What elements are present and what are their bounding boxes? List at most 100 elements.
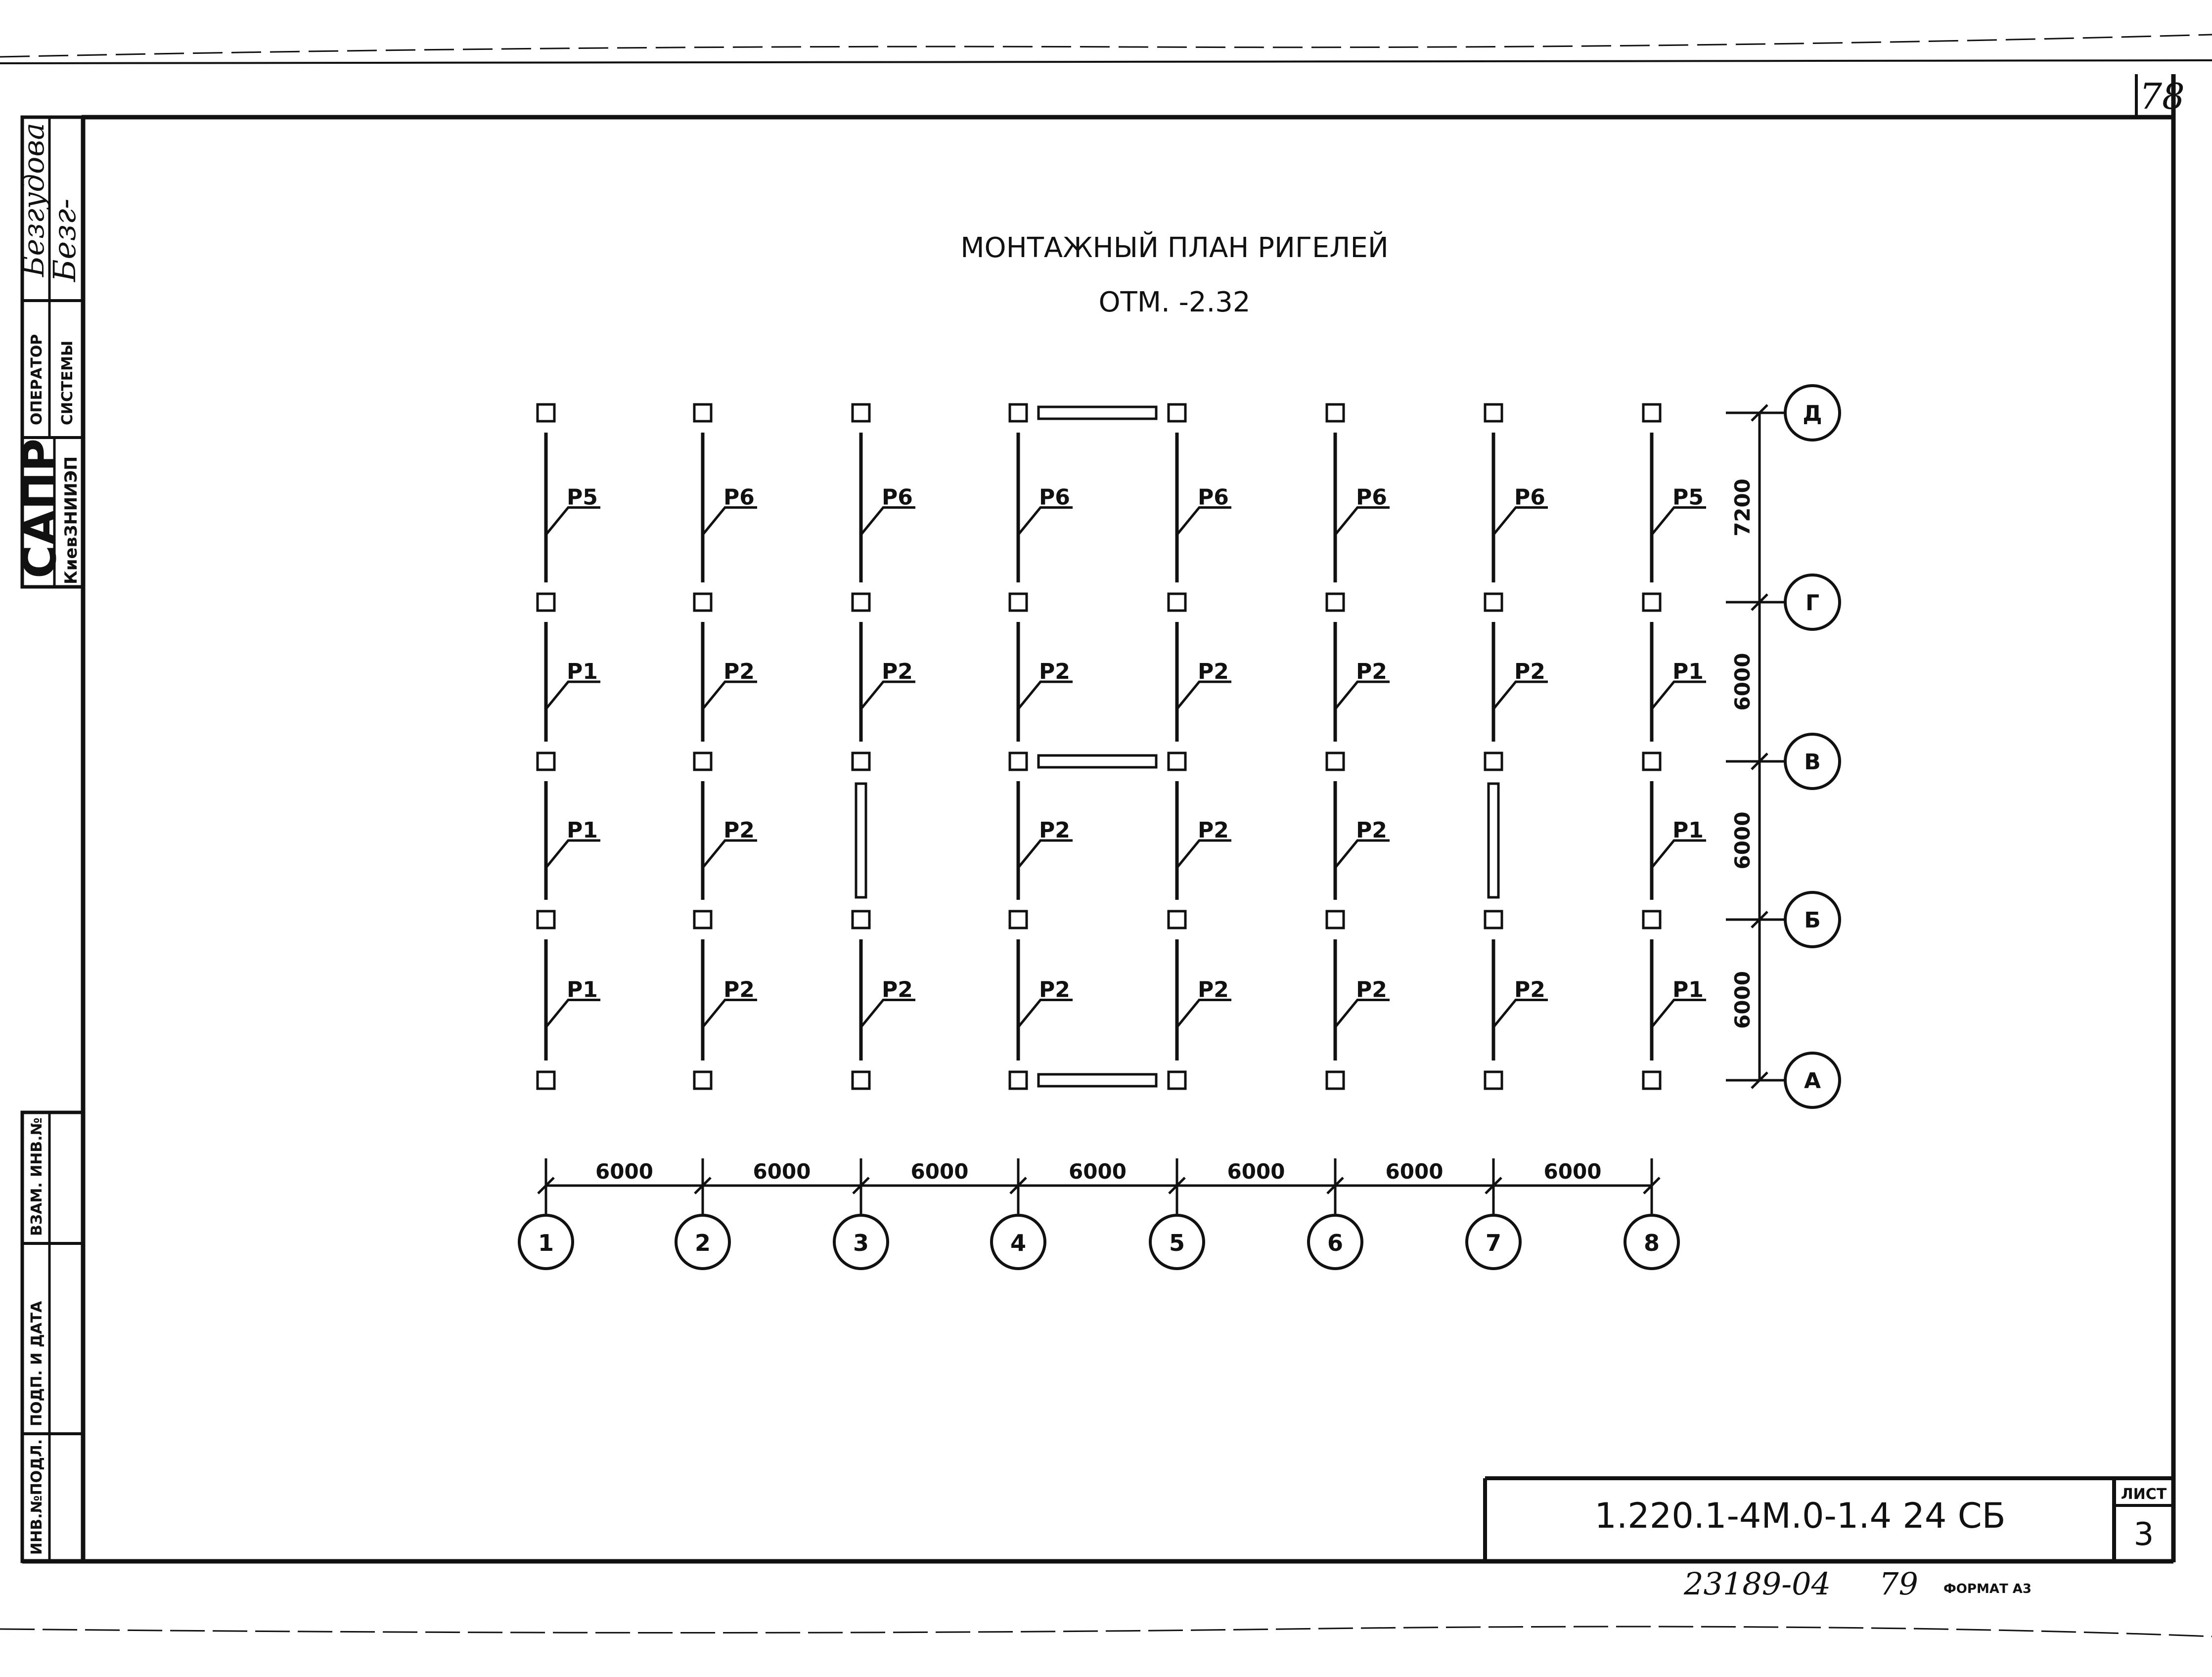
row-dimension-tick — [1751, 593, 1768, 611]
beam-label: Р2 — [1198, 977, 1229, 1003]
axis-label-4: 4 — [1010, 1230, 1026, 1256]
column-spacing-label: 6000 — [595, 1159, 653, 1184]
beam-leader — [1334, 839, 1390, 869]
beam-label: Р2 — [1039, 818, 1070, 843]
column-square-6-А — [1325, 1070, 1345, 1090]
column-spacing-label: 6000 — [1227, 1159, 1285, 1184]
column-dimension-tick — [537, 1177, 555, 1194]
page-title: МОНТАЖНЫЙ ПЛАН РИГЕЛЕЙ — [960, 231, 1389, 264]
column-square-8-А — [1642, 1070, 1662, 1090]
column-dimension-tick — [1326, 1177, 1344, 1194]
column-square-8-В — [1642, 751, 1662, 771]
beam-leader — [702, 680, 757, 710]
title-block-code: 1.220.1-4М.0-1.4 24 СБ — [1594, 1496, 2005, 1536]
axis-label-5: 5 — [1169, 1230, 1185, 1256]
axis-label-Д: Д — [1803, 401, 1822, 426]
strip-operator-line1: ОПЕРАТОР — [28, 334, 45, 425]
row-spacing-label: 6000 — [1730, 812, 1755, 870]
axis-bubble-В — [1784, 733, 1841, 790]
beam-leader — [860, 680, 915, 710]
column-square-6-Б — [1325, 910, 1345, 929]
beam-label: Р1 — [1672, 818, 1704, 843]
column-square-7-В — [1484, 751, 1503, 771]
beam-label: Р1 — [1672, 659, 1704, 684]
beam-leader — [1017, 839, 1073, 869]
horizontal-beam-В — [1037, 754, 1158, 769]
column-square-2-Д — [693, 403, 713, 423]
beam-leader — [702, 506, 757, 536]
beam-leader — [860, 999, 915, 1028]
beam-leader — [1017, 999, 1073, 1028]
beam-label: Р1 — [567, 977, 598, 1003]
column-square-4-А — [1008, 1070, 1028, 1090]
axis-label-Г: Г — [1806, 590, 1819, 616]
row-spacing-label: 6000 — [1730, 971, 1755, 1029]
column-dimension-tick — [1009, 1177, 1027, 1194]
scan-edge-top-inner — [0, 59, 2212, 64]
strip-operator-line2: СИСТЕМЫ — [59, 341, 76, 425]
column-square-4-Б — [1008, 910, 1028, 929]
axis-bubble-Г — [1784, 574, 1841, 631]
archive-page: 79 — [1879, 1566, 1918, 1602]
axis-bubble-2 — [675, 1214, 731, 1270]
beam-leader — [1176, 839, 1231, 869]
beam-leader — [1334, 506, 1390, 536]
beam-label: Р2 — [1514, 977, 1545, 1003]
beam-leader — [545, 839, 600, 869]
beam-leader — [1492, 680, 1548, 710]
page-subtitle: ОТМ. -2.32 — [1098, 286, 1250, 318]
strip-podp-data: ПОДП. И ДАТА — [28, 1301, 45, 1426]
beam-leader — [1651, 680, 1706, 710]
beam-leader — [1651, 506, 1706, 536]
strip-vzam-inv: ВЗАМ. ИНВ.№ — [28, 1117, 45, 1236]
axis-bubble-7 — [1465, 1214, 1522, 1270]
column-square-2-А — [693, 1070, 713, 1090]
row-dimension-tick — [1751, 752, 1768, 770]
beam-label: Р2 — [882, 659, 913, 684]
axis-bubble-Д — [1784, 384, 1841, 441]
column-square-4-В — [1008, 751, 1028, 771]
column-spacing-label: 6000 — [753, 1159, 811, 1184]
column-square-7-Г — [1484, 592, 1503, 612]
axis-label-В: В — [1804, 750, 1821, 775]
column-square-4-Д — [1008, 403, 1028, 423]
axis-bubble-Б — [1784, 891, 1841, 948]
axis-bubble-8 — [1624, 1214, 1680, 1270]
beam-opening — [855, 782, 867, 899]
beam-leader — [1492, 506, 1548, 536]
column-square-8-Д — [1642, 403, 1662, 423]
strip-surname: Безгудова — [17, 123, 50, 277]
beam-label: Р6 — [723, 485, 755, 510]
column-square-3-Д — [851, 403, 871, 423]
beam-label: Р2 — [882, 977, 913, 1003]
beam-label: Р1 — [567, 818, 598, 843]
column-square-6-Г — [1325, 592, 1345, 612]
beam-leader — [1334, 680, 1390, 710]
column-square-7-А — [1484, 1070, 1503, 1090]
column-square-5-В — [1167, 751, 1187, 771]
beam-label: Р6 — [882, 485, 913, 510]
beam-leader — [545, 680, 600, 710]
beam-leader — [702, 999, 757, 1028]
beam-leader — [1176, 680, 1231, 710]
title-block-sheet-number: 3 — [2134, 1516, 2154, 1553]
row-dimension-tick — [1751, 1071, 1768, 1089]
beam-label: Р6 — [1039, 485, 1070, 510]
strip-org-line2: КиевЗНИИЭП — [61, 456, 81, 584]
horizontal-beam-Д — [1037, 405, 1158, 420]
row-dimension-tick — [1751, 911, 1768, 928]
column-square-1-Г — [536, 592, 556, 612]
beam-leader — [1176, 999, 1231, 1028]
column-square-5-Г — [1167, 592, 1187, 612]
column-dimension-tick — [852, 1177, 870, 1194]
beam-opening — [1487, 782, 1500, 899]
column-square-7-Б — [1484, 910, 1503, 929]
archive-number: 23189-04 — [1683, 1566, 1831, 1602]
beam-label: Р2 — [723, 977, 755, 1003]
column-square-2-В — [693, 751, 713, 771]
column-square-4-Г — [1008, 592, 1028, 612]
title-block — [1483, 1476, 2173, 1561]
title-block-sheet-label: ЛИСТ — [2121, 1486, 2167, 1503]
scan-edge-bottom — [0, 1626, 2212, 1637]
